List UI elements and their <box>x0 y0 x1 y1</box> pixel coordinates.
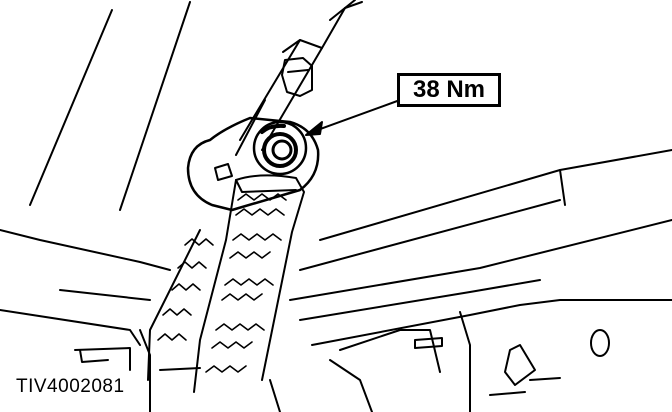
lower-trim-details <box>74 329 281 412</box>
retaining-clip <box>281 57 313 97</box>
figure-id-label: TIV4002081 <box>14 376 127 398</box>
webbing-weave-pattern <box>205 193 287 373</box>
torque-callout-label: 38 Nm <box>397 73 501 107</box>
seat-belt-webbing <box>147 174 305 393</box>
pillar-trim-lines <box>0 0 363 346</box>
anchor-bolt-nut <box>252 120 308 176</box>
door-trim-panel <box>289 149 672 412</box>
anchor-plate <box>186 116 320 212</box>
torque-leader-arrow <box>305 99 401 136</box>
